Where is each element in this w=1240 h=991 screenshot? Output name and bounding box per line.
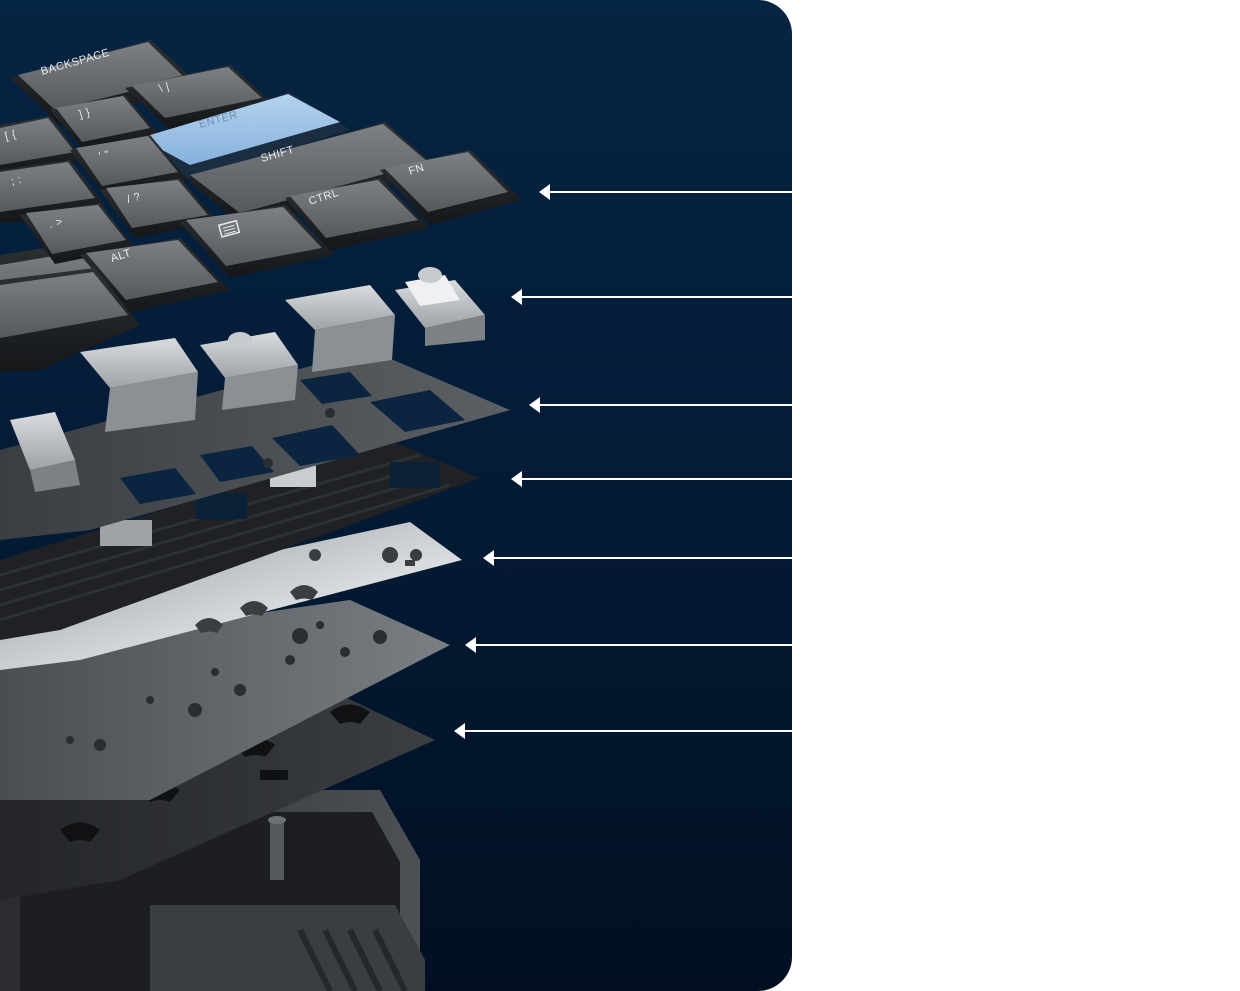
- switch: [80, 338, 198, 432]
- pointer-arrows: [454, 184, 792, 739]
- keycap-ctrl: CTRL: [285, 178, 430, 250]
- keycaps-layer: BACKSPACE \ | ] } [ {: [0, 40, 522, 372]
- illustration-panel: BACKSPACE \ | ] } [ {: [0, 0, 792, 991]
- switch: [285, 285, 395, 372]
- keycap-alt: ALT: [80, 238, 230, 312]
- keycap-bracket-open: [ {: [0, 116, 85, 175]
- switch: [395, 267, 485, 346]
- keycap-fn: FN: [380, 150, 522, 225]
- keycap-period: . >: [20, 203, 135, 264]
- pointer-arrow-carbon-plate: [511, 471, 792, 487]
- pointer-arrow-foam: [454, 723, 792, 739]
- switches-layer: [10, 267, 485, 492]
- pointer-arrow-pcb: [465, 637, 792, 653]
- carbon-plate: [0, 440, 480, 640]
- keycap-shift: SHIFT: [185, 122, 440, 228]
- keycap-label: ; :: [10, 174, 23, 188]
- keycap-menu: [180, 205, 335, 278]
- switch: [200, 332, 298, 410]
- keycap-label: FN: [407, 162, 426, 178]
- top-plate: [0, 350, 510, 540]
- keycap-label: ] }: [78, 106, 92, 121]
- keycap-label: / ?: [126, 191, 142, 206]
- pointer-arrow-top-plate: [529, 397, 792, 413]
- keycap-label: \ |: [158, 81, 171, 95]
- keycap-bracket-close: ] }: [50, 95, 160, 152]
- keycap-quote: ' ": [70, 135, 188, 196]
- steel-plate: [0, 514, 462, 670]
- pointer-arrow-keycaps: [539, 184, 792, 200]
- keycap-spacebar: [0, 268, 140, 372]
- exploded-keyboard-illustration: BACKSPACE \ | ] } [ {: [0, 40, 792, 991]
- menu-icon: [217, 219, 241, 238]
- keycap-label: ' ": [98, 149, 111, 163]
- keycap-label: [ {: [4, 128, 18, 143]
- keycap-label: . >: [48, 216, 65, 231]
- switch: [10, 412, 80, 492]
- pointer-arrow-switches: [511, 289, 792, 305]
- pointer-arrow-steel-plate: [483, 550, 792, 566]
